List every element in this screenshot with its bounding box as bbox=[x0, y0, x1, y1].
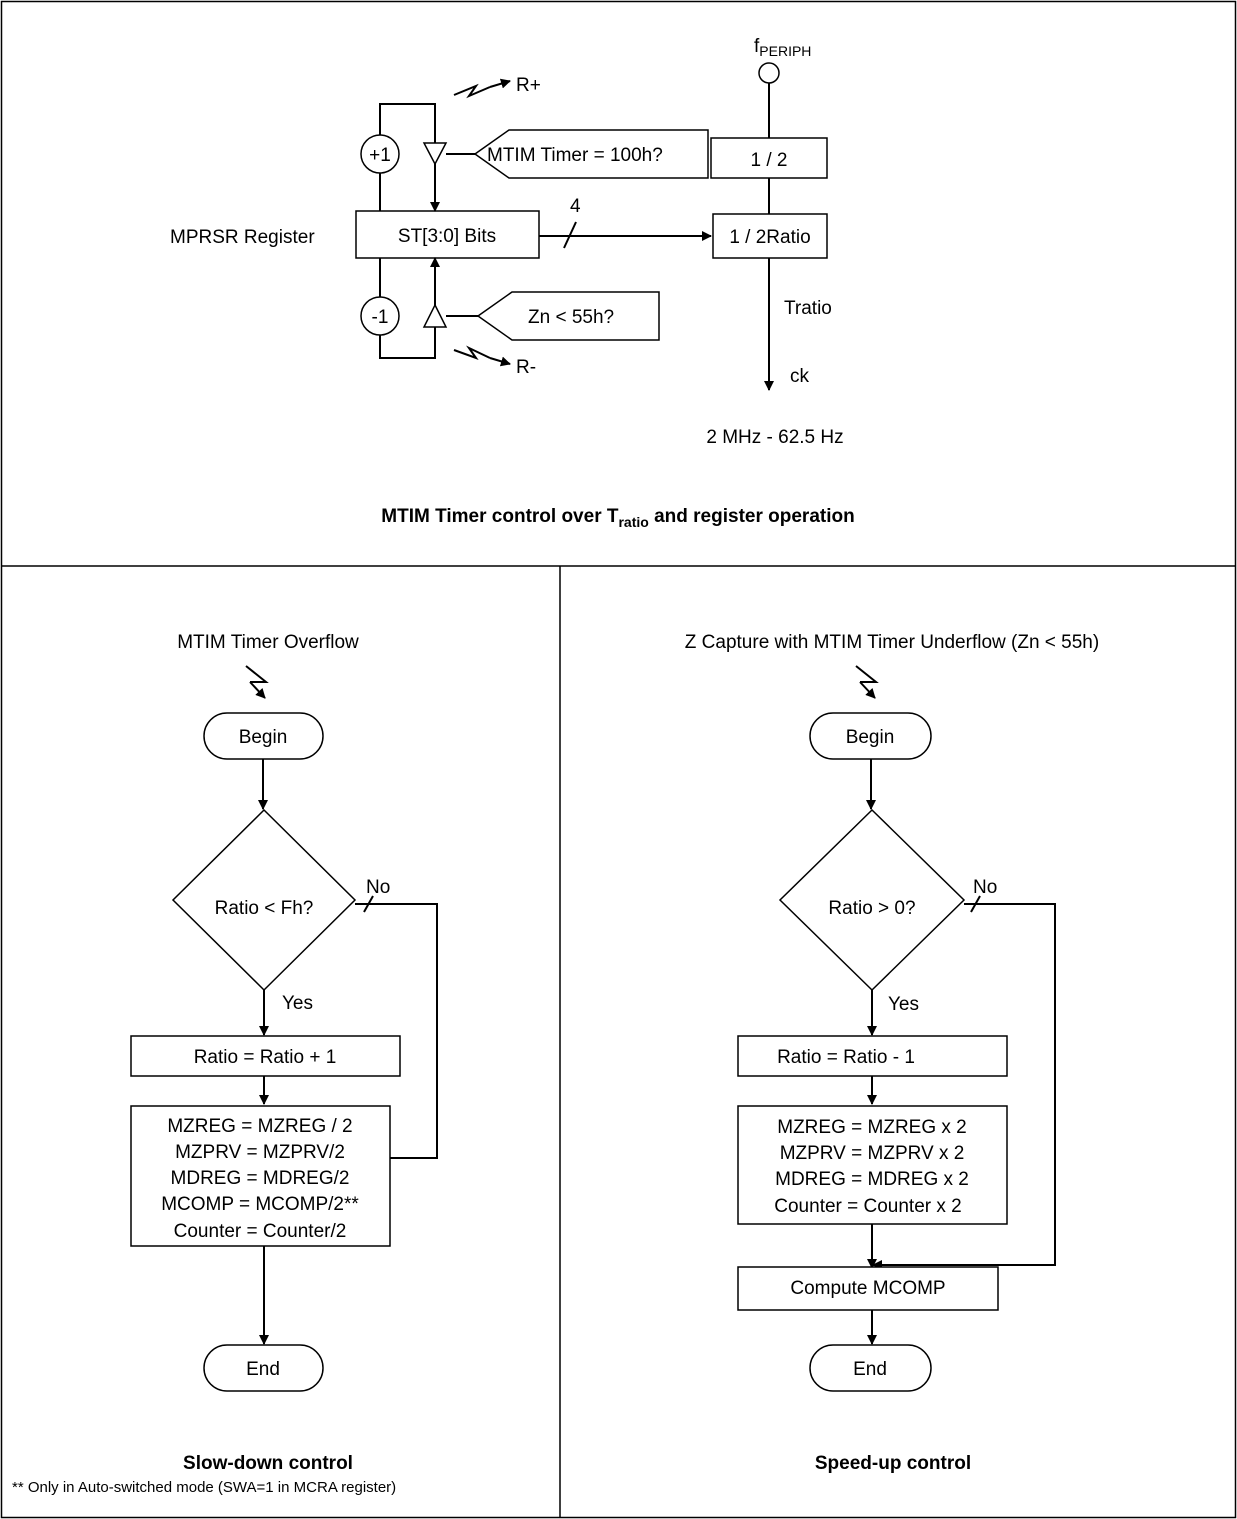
slowdown-step1-label: Ratio = Ratio + 1 bbox=[194, 1047, 337, 1068]
slowdown-decision-label: Ratio < Fh? bbox=[215, 898, 314, 919]
speedup-step1-label: Ratio = Ratio - 1 bbox=[777, 1047, 915, 1068]
bus-width-label: 4 bbox=[570, 196, 581, 217]
increment-circle bbox=[360, 134, 400, 174]
slowdown-no-label: No bbox=[366, 877, 390, 898]
top-caption: MTIM Timer control over Tratio and regis… bbox=[381, 506, 854, 530]
speedup-decision-label: Ratio > 0? bbox=[828, 898, 915, 919]
half-divider-box bbox=[710, 137, 828, 179]
mtim-condition-label: MTIM Timer = 100h? bbox=[487, 145, 663, 166]
fperiph-source-circle bbox=[758, 62, 780, 84]
half-divider-label: 1 / 2 bbox=[751, 150, 788, 171]
slowdown-begin-label: Begin bbox=[239, 727, 288, 748]
speedup-step2-line3: MDREG = MDREG x 2 bbox=[775, 1169, 969, 1190]
zn-condition-box bbox=[476, 291, 660, 341]
zn-condition-label: Zn < 55h? bbox=[528, 307, 614, 328]
speedup-step2-line1: MZREG = MZREG x 2 bbox=[777, 1117, 967, 1138]
speedup-yes-label: Yes bbox=[888, 994, 919, 1015]
r-minus-label: R- bbox=[516, 357, 536, 378]
speedup-step2-box bbox=[737, 1105, 1008, 1225]
slowdown-step2-line4: MCOMP = MCOMP/2** bbox=[161, 1194, 359, 1215]
slowdown-step2-line1: MZREG = MZREG / 2 bbox=[167, 1116, 352, 1137]
r-plus-label: R+ bbox=[516, 75, 541, 96]
slowdown-step2-line2: MZPRV = MZPRV/2 bbox=[175, 1142, 345, 1163]
st-bits-label: ST[3:0] Bits bbox=[398, 226, 496, 247]
slowdown-yes-label: Yes bbox=[282, 993, 313, 1014]
ratio-divider-label: 1 / 2Ratio bbox=[729, 227, 810, 248]
slowdown-footnote: ** Only in Auto-switched mode (SWA=1 in … bbox=[12, 1479, 396, 1496]
speedup-trigger-label: Z Capture with MTIM Timer Underflow (Zn … bbox=[685, 632, 1099, 653]
slowdown-step2-line3: MDREG = MDREG/2 bbox=[171, 1168, 350, 1189]
ck-label: ck bbox=[790, 366, 810, 387]
speedup-step1-box bbox=[737, 1035, 1008, 1077]
speedup-step2-line2: MZPRV = MZPRV x 2 bbox=[780, 1143, 965, 1164]
speedup-no-label: No bbox=[973, 877, 997, 898]
decrement-label: -1 bbox=[372, 307, 389, 328]
st-bits-box bbox=[355, 210, 540, 259]
slowdown-step1-box bbox=[130, 1035, 401, 1077]
fperiph-label: fPERIPH bbox=[754, 36, 811, 59]
speedup-end-label: End bbox=[853, 1359, 887, 1380]
frequency-range-label: 2 MHz - 62.5 Hz bbox=[706, 427, 843, 448]
slowdown-end-label: End bbox=[246, 1359, 280, 1380]
slowdown-step2-line5: Counter = Counter/2 bbox=[174, 1221, 347, 1242]
slowdown-end-terminator bbox=[203, 1344, 324, 1392]
mtim-condition-box bbox=[473, 129, 709, 179]
slowdown-step2-box bbox=[130, 1105, 391, 1247]
decrement-buffer-triangle bbox=[422, 303, 448, 328]
speedup-step3-label: Compute MCOMP bbox=[790, 1278, 945, 1299]
speedup-end-terminator bbox=[809, 1344, 932, 1392]
speedup-step2-line4: Counter = Counter x 2 bbox=[774, 1196, 961, 1217]
slowdown-trigger-label: MTIM Timer Overflow bbox=[177, 632, 359, 653]
speedup-caption: Speed-up control bbox=[815, 1453, 971, 1474]
register-label: MPRSR Register bbox=[170, 227, 315, 248]
increment-buffer-triangle bbox=[422, 142, 448, 166]
slowdown-caption: Slow-down control bbox=[183, 1453, 353, 1474]
decrement-circle bbox=[360, 296, 400, 336]
speedup-panel: Z Capture with MTIM Timer Underflow (Zn … bbox=[685, 632, 1099, 1474]
tratio-label: Tratio bbox=[784, 298, 832, 319]
increment-label: +1 bbox=[369, 145, 391, 166]
slowdown-panel: MTIM Timer Overflow Begin Ratio < Fh? No… bbox=[12, 632, 438, 1496]
speedup-begin-label: Begin bbox=[846, 727, 895, 748]
speedup-step3-box bbox=[737, 1266, 999, 1311]
top-panel: fPERIPH 1 / 2 1 / 2Ratio Tratio ck 2 MHz… bbox=[170, 36, 855, 530]
